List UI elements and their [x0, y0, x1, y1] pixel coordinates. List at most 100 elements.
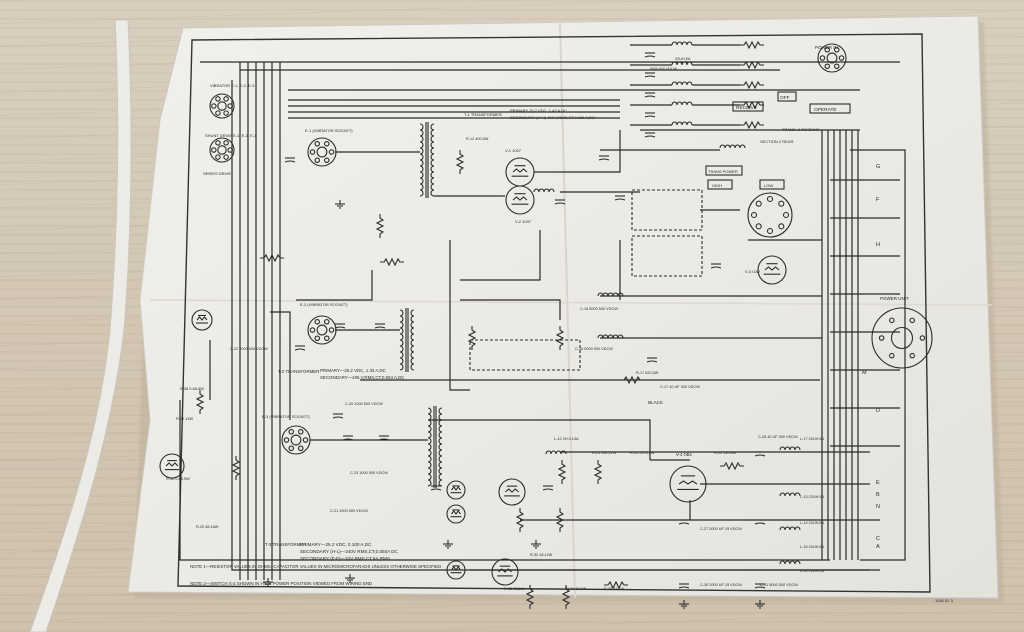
switch-deck-1 — [631, 189, 703, 231]
label-c31: C-31 5000 500 VDCW — [760, 583, 798, 587]
resistor-14 — [561, 585, 571, 609]
bypass-cap-3 — [644, 92, 656, 98]
label-t3-secondary-b: SECONDARY (F-F)—10V RMS,CT,6A,RMS — [300, 556, 390, 561]
label-e1-socket: E-1 (VIBRATOR SOCKET) — [305, 128, 353, 133]
label-l14: L-14 22UH,5A — [800, 521, 825, 525]
ground-symbol — [531, 540, 541, 549]
label-r20: R-20 48,18W — [196, 525, 219, 529]
choke-l10 — [597, 292, 624, 297]
label-r21: R-21 282,12W — [592, 451, 617, 455]
choke-l12 — [545, 450, 567, 455]
capacitor-16 — [754, 519, 766, 525]
switch-deck-2 — [631, 235, 703, 277]
e3-vibrator-socket — [281, 425, 311, 455]
terminal-g: G — [876, 164, 880, 170]
low-box — [759, 179, 785, 190]
label-note1: NOTE 1—RESISTOR VALUES IN OHMS. CAPACITO… — [190, 564, 441, 569]
label-t2-secondary: SECONDARY—405 V,RMS,CT,0.054 A,DC — [320, 375, 404, 380]
power-unit-connector — [871, 307, 933, 369]
label-section-rear: SECTION 2 REAR — [760, 139, 793, 144]
choke-l9 — [533, 188, 555, 193]
capacitor-14 — [678, 519, 690, 525]
terminal-h: H — [876, 242, 880, 248]
label-power-unit: POWER UNIT — [880, 296, 909, 301]
resistor-16 — [515, 508, 525, 532]
resistor-10 — [557, 460, 567, 484]
receive-box — [732, 101, 764, 112]
e2-vibrator-socket — [307, 315, 337, 345]
capacitor-11 — [614, 195, 626, 201]
choke-l2 — [671, 61, 693, 66]
label-choke-22uh: 22UH,5A — [675, 57, 691, 61]
label-r39: R-39 13W — [176, 417, 194, 421]
bypass-cap-4 — [644, 112, 656, 118]
label-r32: R-32 18,12W — [530, 553, 553, 557]
choke-l16 — [779, 560, 801, 565]
label-vibrator-top: VIBRATOR E-1, E-2, E-3 — [210, 83, 255, 88]
tube-v2 — [505, 185, 535, 215]
trans-power-box — [705, 165, 743, 176]
shunt-drive-socket-icon — [209, 137, 235, 163]
fuse-3 — [740, 80, 764, 90]
tube-v3 — [757, 255, 787, 285]
capacitor-6 — [378, 435, 390, 441]
resistor-17 — [555, 508, 565, 532]
terminal-n: N — [876, 504, 880, 510]
label-c27: C-27 2000 UF 15 VDCW — [700, 527, 742, 531]
capacitor-18 — [542, 485, 554, 491]
capacitor-2 — [294, 345, 306, 351]
selector-switch — [747, 192, 793, 238]
high-box — [707, 179, 733, 190]
capacitor-13 — [646, 357, 658, 363]
capacitor-3 — [334, 323, 346, 329]
resistor-11 — [593, 460, 603, 484]
resistor-8 — [231, 456, 241, 480]
label-e2-socket: E-2 (VIBRATOR SOCKET) — [300, 302, 348, 307]
choke-l3 — [671, 81, 693, 86]
label-note2: NOTE 2—SWITCH S-2 SHOWN IN HIGH POWER PO… — [190, 581, 372, 586]
label-c20: C-20 1000 500 VDCW — [345, 402, 383, 406]
ground-symbol — [679, 600, 689, 609]
tube-v6 — [491, 558, 519, 586]
label-c23: C-23 1000 500 VDCW — [350, 471, 388, 475]
label-v4: V-4 OB2 — [676, 452, 692, 457]
label-high: HIGH — [712, 183, 722, 188]
fuse-1 — [740, 40, 764, 50]
resistor-5 — [555, 326, 565, 350]
choke-l4 — [671, 101, 693, 106]
label-low: LOW — [764, 183, 773, 188]
ground-symbol — [335, 200, 345, 209]
label-black: BLACK — [648, 400, 664, 405]
label-c17: C-17 40 UF 300 VDCW — [660, 385, 700, 389]
capacitor-4 — [374, 323, 386, 329]
ground-symbol — [345, 574, 355, 583]
terminal-d: D — [876, 408, 880, 414]
ground-symbol — [755, 600, 765, 609]
filter-section — [469, 339, 581, 371]
capacitor-5 — [342, 435, 354, 441]
capacitor-17 — [754, 583, 766, 589]
capacitor-19 — [754, 451, 766, 457]
label-t1-primary: PRIMARY 25.2 VDC, 1.42 A,DC — [510, 108, 567, 113]
label-r38: R-38 0.8A,5W — [180, 387, 204, 391]
label-t3-primary: PRIMARY—25.2 VDC, 0.100 A,DC — [300, 542, 372, 547]
label-r34: R-34 18,1W — [566, 587, 587, 591]
ground-symbol — [263, 578, 273, 587]
choke-l6 — [719, 144, 746, 149]
label-v3: V-3 OA2 — [745, 269, 761, 274]
label-r40: R-40 0.8A,5W — [166, 477, 190, 481]
label-r35: R-35 13,1W — [604, 587, 625, 591]
transformer-t1 — [419, 122, 435, 198]
label-r22: R-22 220,12W — [630, 451, 655, 455]
label-c16: C-16 5000 500 VDCW — [575, 347, 613, 351]
label-off: OFF — [780, 95, 790, 101]
transformer-t3 — [427, 406, 443, 488]
capacitor-7 — [332, 413, 344, 419]
label-l17: L-17 22UH,5A — [800, 437, 825, 441]
choke-l11 — [597, 334, 624, 339]
fuse-5 — [740, 120, 764, 130]
terminal-e: E — [876, 480, 880, 486]
label-r23: R-23 140,8W — [714, 451, 737, 455]
label-r12: R-12 400,5W — [466, 137, 489, 141]
